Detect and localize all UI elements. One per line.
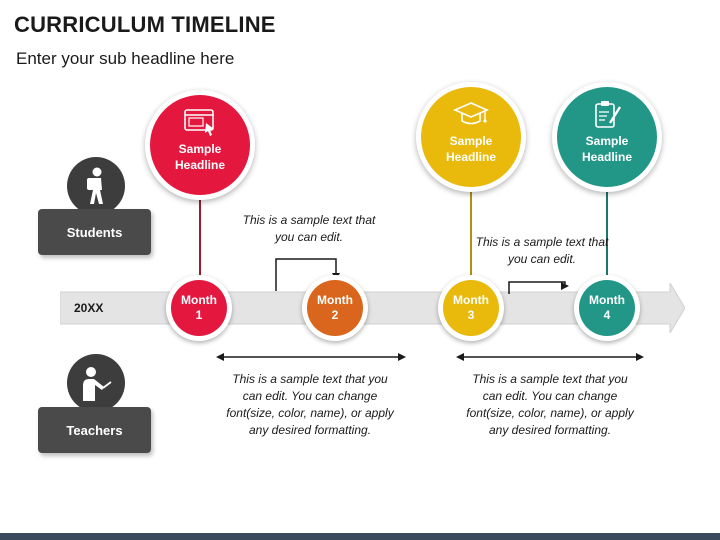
page-title: CURRICULUM TIMELINE — [14, 12, 276, 37]
note-bottom-right: This is a sample text that you can edit.… — [466, 372, 634, 437]
headline-circle-2-fill: Sample Headline — [421, 87, 521, 187]
note-top-right: This is a sample text that you can edit. — [475, 235, 609, 266]
monitor-cursor-icon — [184, 109, 214, 136]
teachers-avatar — [67, 354, 125, 412]
headline-3-connector — [606, 190, 608, 278]
span-arrow-left — [216, 353, 406, 361]
students-avatar — [67, 157, 125, 215]
students-label-box: Students — [38, 209, 151, 255]
month-3-label: Month — [453, 293, 489, 307]
note-top-left: This is a sample text that you can edit. — [242, 213, 376, 244]
elbow-connector-right — [508, 281, 569, 294]
graduation-cap-icon — [453, 102, 489, 125]
teacher-pointing-icon — [83, 367, 112, 401]
headline-circle-2[interactable]: Sample Headline — [416, 82, 526, 192]
headline-1-connector — [199, 200, 201, 280]
headline-circle-3[interactable]: Sample Headline — [552, 82, 662, 192]
note-bottom-left: This is a sample text that you can edit.… — [226, 372, 394, 437]
students-label: Students — [66, 224, 123, 240]
headline-circle-3-fill: Sample Headline — [557, 87, 657, 187]
teachers-label-box: Teachers — [38, 407, 151, 453]
clipboard-pencil-icon — [595, 101, 622, 128]
headline-1-label: Sample Headline — [174, 142, 225, 172]
headline-circle-1-fill: Sample Headline — [150, 95, 250, 195]
month-4-label: Month — [589, 293, 625, 307]
student-with-backpack-icon — [87, 167, 103, 204]
span-arrow-right — [456, 353, 644, 361]
month-1-number: 1 — [195, 308, 203, 322]
headline-2-label: Sample Headline — [445, 134, 496, 164]
month-3-number: 3 — [467, 308, 475, 322]
month-4-number: 4 — [603, 308, 611, 322]
timeline-year-label: 20XX — [74, 301, 104, 315]
headline-circle-1[interactable]: Sample Headline — [145, 90, 255, 200]
headline-3-label: Sample Headline — [581, 134, 632, 164]
page-subtitle: Enter your sub headline here — [16, 49, 235, 68]
footer-bar — [0, 533, 720, 540]
month-1-label: Month — [181, 293, 217, 307]
month-2-number: 2 — [331, 308, 339, 322]
month-2-label: Month — [317, 293, 353, 307]
teachers-label: Teachers — [66, 422, 123, 438]
headline-2-connector — [470, 190, 472, 278]
